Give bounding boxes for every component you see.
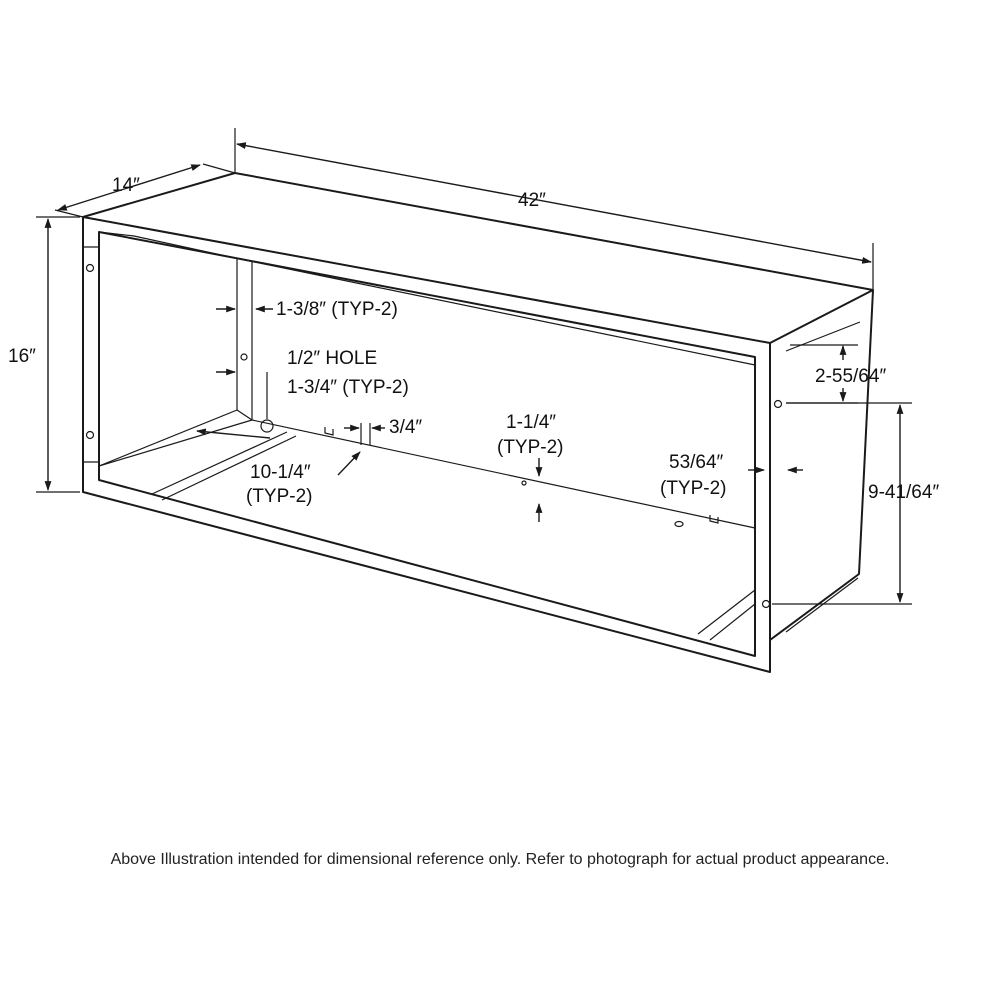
rear-bottom-edge [98,409,253,467]
right-side-lower-edge [785,577,859,633]
dimension-lines [36,128,912,605]
right-side-inner-edge [785,321,861,352]
mounting-hole-left-lower [85,430,95,440]
mounting-hole-right-upper [773,399,783,409]
flange-label: 1-3/8″ (TYP-2) [276,299,398,320]
half-inch-hole [260,419,274,433]
side-flange-label: 53/64″ [669,452,724,473]
mounting-hole-left-upper [85,263,95,273]
mounting-hole-rear [240,353,248,361]
right-side-panel [769,289,874,641]
top-gap-label: 2-55/64″ [815,366,886,387]
front-face-outer [82,216,771,673]
top-surface [82,172,874,344]
mounting-hole-right-lower [761,599,771,609]
depth-label: 14″ [112,175,140,196]
rail-b-typ-label: (TYP-2) [497,437,564,458]
slot-mark [674,520,684,528]
left-rail [151,431,297,501]
side-flange-typ-label: (TYP-2) [660,478,727,499]
disclaimer-caption: Above Illustration intended for dimensio… [110,851,890,868]
hole-offset-label: 1-3/4″ (TYP-2) [287,377,409,398]
hole-spacing-label: 9-41/64″ [868,482,939,503]
front-face-inner [98,231,756,657]
hole-label: 1/2″ HOLE [287,348,377,369]
drain-hole [521,480,527,486]
left-flange [82,217,135,492]
rear-notches [324,427,719,524]
rail-b-label: 1-1/4″ [506,412,556,433]
rail-a-typ-label: (TYP-2) [246,486,313,507]
height-label: 16″ [8,346,36,367]
right-rail [697,589,756,641]
rail-a-label: 10-1/4″ [250,462,311,483]
width-label: 42″ [518,190,546,211]
slot-label: 3/4″ [389,417,422,438]
sleeve-outline [82,172,874,673]
